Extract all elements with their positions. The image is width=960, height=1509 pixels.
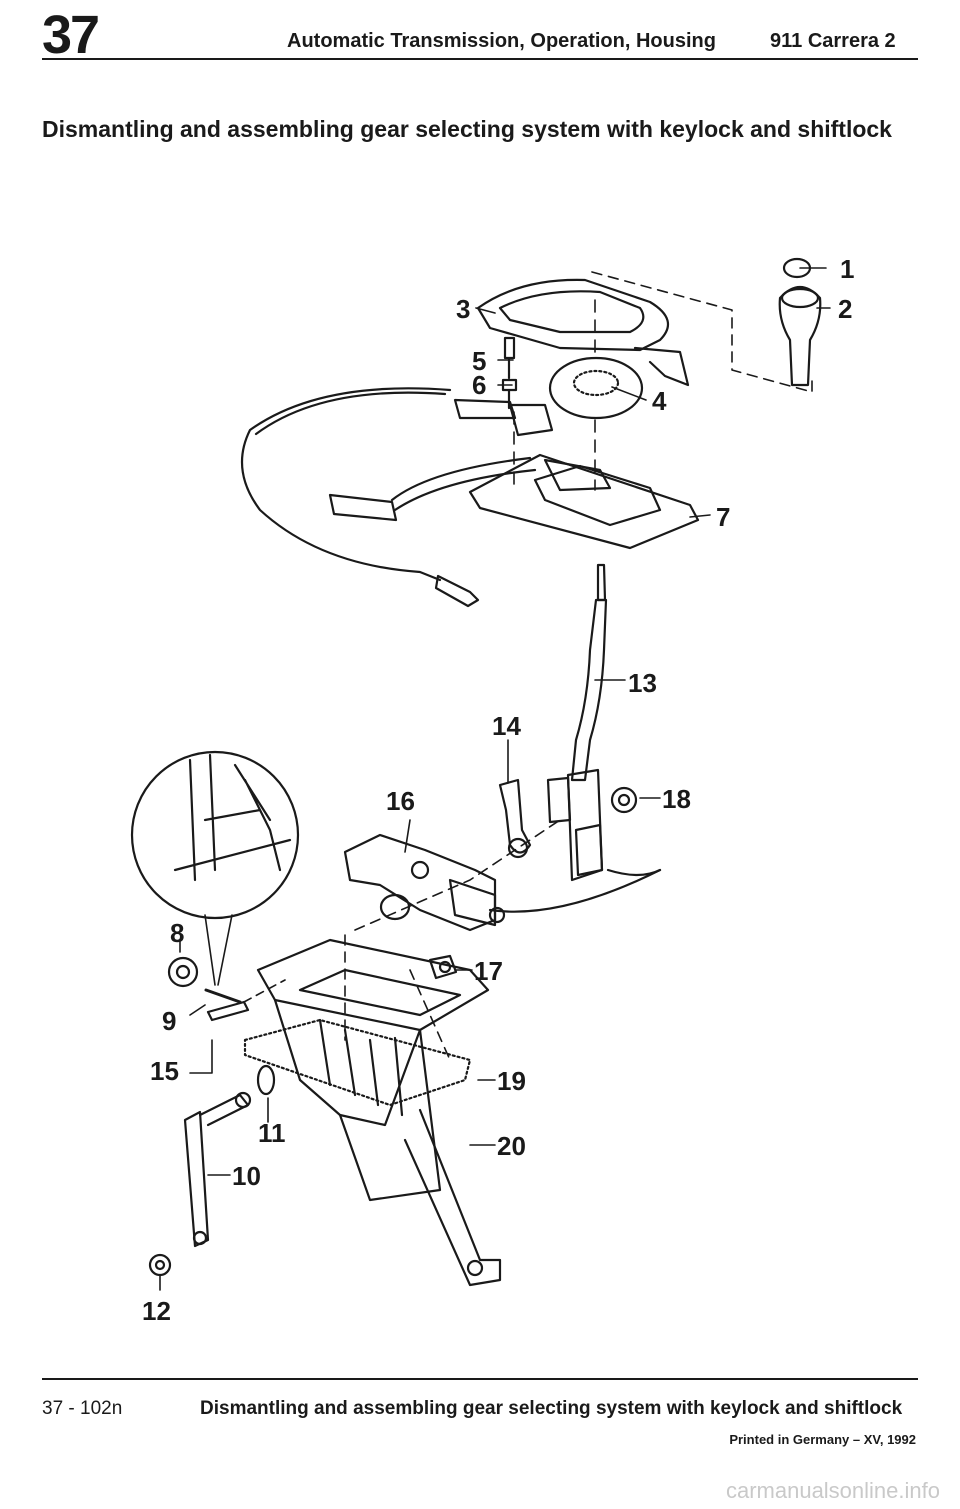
page-code: 37 - 102n: [42, 1398, 123, 1419]
footer-rule: [42, 1378, 918, 1380]
screw-drawing: [503, 336, 516, 380]
footer-title: Dismantling and assembling gear selectin…: [200, 1398, 903, 1419]
nut-17-drawing: [428, 954, 458, 980]
detail-circle-drawing: [130, 750, 300, 920]
brush-seal-drawing: [548, 356, 644, 420]
callout-9: 9: [162, 1006, 176, 1036]
callout-7: 7: [716, 502, 730, 532]
callout-5: 5: [472, 346, 486, 376]
callout-2: 2: [838, 294, 852, 324]
o-ring-drawing: [256, 1064, 276, 1096]
nut-8-drawing: [167, 956, 199, 988]
section-title: Automatic Transmission, Operation, Housi…: [287, 30, 716, 52]
exploded-diagram: 1 2 3 4 5 6 7 8 9 10 11 12 13 14 15 16 1…: [0, 180, 960, 1326]
callout-18: 18: [662, 784, 691, 814]
gasket-drawing: [243, 1018, 472, 1107]
callout-4: 4: [652, 386, 667, 416]
console-housing-drawing: [256, 938, 490, 1032]
callout-3: 3: [456, 294, 470, 324]
callout-17: 17: [474, 956, 503, 986]
selector-lever-drawing: [596, 563, 607, 602]
callout-8: 8: [170, 918, 184, 948]
callout-20: 20: [497, 1131, 526, 1161]
connector-drawing: [328, 493, 398, 522]
chapter-number: 37: [42, 5, 100, 65]
header-rule: [42, 58, 918, 60]
callout-6: 6: [472, 370, 486, 400]
base-plate-drawing: [468, 453, 700, 550]
nut-12-drawing: [148, 1253, 172, 1277]
shift-cable-drawing: [240, 387, 452, 582]
shift-knob-drawing: [778, 285, 822, 387]
page-heading: Dismantling and assembling gear selectin…: [42, 116, 892, 142]
print-info: Printed in Germany – XV, 1992: [729, 1432, 916, 1447]
callout-1: 1: [840, 254, 854, 284]
nut-drawing: [610, 786, 638, 814]
callout-10: 10: [232, 1161, 261, 1191]
shiftlock-housing-drawing: [343, 833, 497, 932]
callout-15: 15: [150, 1056, 179, 1086]
model-name: 911 Carrera 2: [770, 30, 896, 52]
callout-13: 13: [628, 668, 657, 698]
callout-16: 16: [386, 786, 415, 816]
watermark: carmanualsonline.info: [725, 1478, 940, 1503]
bracket-drawing: [403, 1108, 502, 1287]
selector-cover-drawing: [476, 278, 670, 352]
callout-14: 14: [492, 711, 521, 741]
lever-arm-drawing: [183, 1110, 210, 1248]
callout-12: 12: [142, 1296, 171, 1326]
callout-19: 19: [497, 1066, 526, 1096]
callout-11: 11: [258, 1118, 286, 1148]
